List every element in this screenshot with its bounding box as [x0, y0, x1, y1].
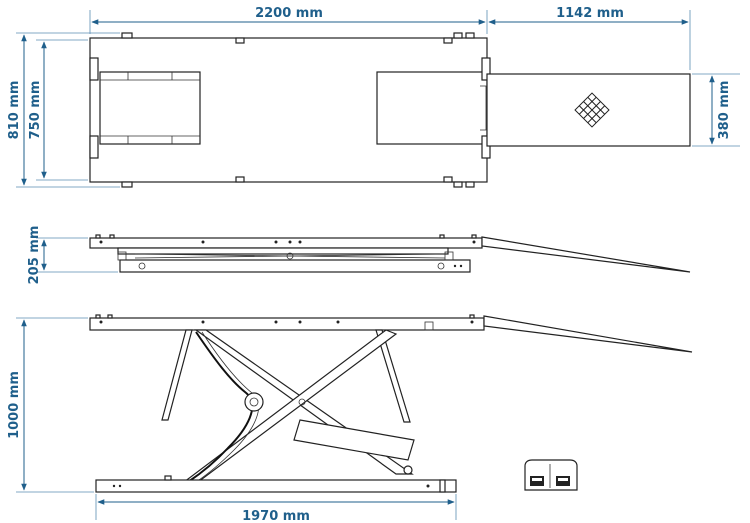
dimension-min-height: 205 mm: [27, 226, 118, 285]
pivot-pin: [244, 392, 264, 412]
ramp-top: [486, 73, 691, 147]
dimension-ramp-width: 380 mm: [692, 73, 740, 147]
raised-base: [95, 479, 457, 493]
dimension-label-2200: 2200 mm: [255, 6, 323, 21]
dimension-length-top: 2200 mm: [89, 6, 488, 34]
dimension-label-1142: 1142 mm: [556, 6, 624, 21]
side-view-raised: [89, 314, 693, 493]
side-view-lowered: [89, 234, 691, 273]
dimension-label-1970: 1970 mm: [242, 509, 310, 523]
raised-ramp: [483, 315, 693, 353]
rear-plate: [376, 71, 488, 145]
grip-mesh-icon: [574, 92, 610, 128]
front-wheel-cutout: [99, 71, 201, 145]
dimension-ramp-length: 1142 mm: [488, 6, 691, 70]
dimension-max-height: 1000 mm: [7, 317, 94, 493]
foot-pedal-icon: [524, 459, 578, 491]
hydraulic-cylinder: [293, 419, 415, 461]
dimension-inner-width: 750 mm: [28, 39, 88, 181]
dimension-label-205: 205 mm: [27, 226, 42, 285]
dimension-label-380: 380 mm: [717, 81, 732, 140]
dimension-label-750: 750 mm: [28, 81, 43, 140]
dimension-overall-width: 810 mm: [7, 32, 120, 188]
dimension-base-length: 1970 mm: [95, 494, 457, 523]
top-view: [89, 32, 691, 188]
dimension-label-1000: 1000 mm: [7, 371, 22, 439]
dimension-label-810: 810 mm: [7, 81, 22, 140]
hydraulic-hose: [187, 331, 254, 483]
